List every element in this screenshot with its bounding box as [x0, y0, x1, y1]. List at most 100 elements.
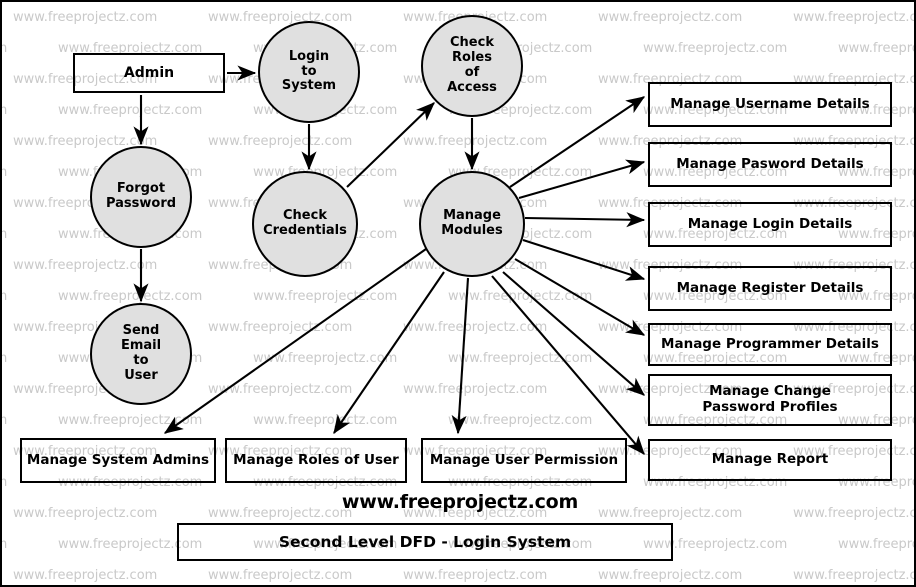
process-manage-modules[interactable]: Manage Modules	[419, 171, 525, 277]
diagram-title-box: Second Level DFD - Login System	[177, 523, 673, 561]
watermark-text: www.freeprojectz.com	[208, 134, 353, 149]
store-manage-programmer-details[interactable]: Manage Programmer Details	[648, 323, 892, 366]
process-login-to-system[interactable]: Login to System	[258, 21, 360, 123]
watermark-text: www.freeprojectz.com	[448, 289, 593, 304]
watermark-text: www.freeprojectz.com	[403, 134, 548, 149]
watermark-text: www.freeprojectz.com	[208, 382, 353, 397]
process-send-email-to-user[interactable]: Send Email to User	[90, 303, 192, 405]
store-label: Manage Pasword Details	[676, 155, 864, 172]
line: User	[124, 367, 158, 383]
store-label: Manage Change Password Profiles	[702, 384, 837, 415]
watermark-text: www.freeprojectz.com	[448, 413, 593, 428]
watermark-text: www.freeprojectz.com	[403, 320, 548, 335]
watermark-text: www.freeprojectz.com	[58, 413, 203, 428]
line: Password Profiles	[702, 399, 838, 415]
process-check-roles-of-access-label: Check Roles of Access	[447, 35, 497, 96]
flow-manage-modules-to-pasword-details	[518, 159, 646, 200]
watermark-text: www.freeprojectz.com	[643, 41, 788, 56]
watermark-text: www.freeprojectz.com	[2, 227, 7, 242]
watermark-text: www.freeprojectz.com	[253, 413, 398, 428]
line: Login	[288, 48, 330, 64]
process-forgot-password[interactable]: Forgot Password	[90, 146, 192, 248]
line: to	[301, 63, 317, 79]
watermark-text: www.freeprojectz.com	[838, 41, 914, 56]
watermark-text: www.freeprojectz.com	[13, 10, 158, 25]
brand-text: www.freeprojectz.com	[341, 491, 579, 513]
store-manage-change-password-profiles[interactable]: Manage Change Password Profiles	[648, 374, 892, 426]
line: Check	[283, 208, 327, 224]
watermark-text: www.freeprojectz.com	[253, 351, 398, 366]
process-check-credentials-label: Check Credentials	[263, 208, 347, 239]
store-manage-report[interactable]: Manage Report	[648, 439, 892, 481]
store-manage-roles-of-user[interactable]: Manage Roles of User	[225, 438, 407, 483]
flow-check-credentials-to-check-roles	[346, 102, 435, 188]
watermark-text: www.freeprojectz.com	[58, 289, 203, 304]
line: Send	[122, 323, 160, 339]
watermark-text: www.freeprojectz.com	[58, 103, 203, 118]
line: Modules	[441, 223, 503, 238]
process-send-email-to-user-label: Send Email to User	[120, 323, 162, 384]
watermark-text: www.freeprojectz.com	[13, 258, 158, 273]
line: Forgot	[116, 181, 166, 197]
store-manage-pasword-details[interactable]: Manage Pasword Details	[648, 142, 892, 187]
store-manage-register-details[interactable]: Manage Register Details	[648, 266, 892, 311]
line: Password	[105, 196, 177, 211]
store-label: Manage System Admins	[26, 451, 210, 468]
watermark-text: www.freeprojectz.com	[13, 568, 158, 583]
flow-manage-modules-to-roles-of-user	[333, 271, 445, 435]
store-manage-login-details[interactable]: Manage Login Details	[648, 202, 892, 247]
watermark-text: www.freeprojectz.com	[208, 320, 353, 335]
store-manage-system-admins[interactable]: Manage System Admins	[20, 438, 216, 483]
line: Manage	[443, 208, 501, 224]
watermark-text: www.freeprojectz.com	[2, 475, 7, 490]
process-login-to-system-label: Login to System	[281, 48, 337, 95]
watermark-text: www.freeprojectz.com	[793, 568, 916, 583]
store-label: Manage Report	[711, 451, 829, 468]
line: Roles	[452, 50, 492, 66]
watermark-text: www.freeprojectz.com	[2, 351, 7, 366]
flow-manage-modules-to-username-details	[509, 96, 646, 188]
entity-admin[interactable]: Admin	[73, 53, 225, 93]
watermark-text: www.freeprojectz.com	[793, 10, 916, 25]
store-label: Manage Register Details	[676, 279, 864, 296]
store-manage-user-permission[interactable]: Manage User Permission	[421, 438, 627, 483]
watermark-text: www.freeprojectz.com	[598, 10, 743, 25]
watermark-text: www.freeprojectz.com	[208, 10, 353, 25]
store-label: Manage Username Details	[670, 95, 870, 112]
watermark-text: www.freeprojectz.com	[2, 165, 7, 180]
flow-manage-modules-to-report	[491, 275, 645, 455]
watermark-text: www.freeprojectz.com	[208, 568, 353, 583]
watermark-text: www.freeprojectz.com	[403, 568, 548, 583]
store-manage-username-details[interactable]: Manage Username Details	[648, 82, 892, 127]
store-label: Manage Login Details	[687, 215, 853, 232]
process-check-credentials[interactable]: Check Credentials	[252, 171, 358, 277]
watermark-text: www.freeprojectz.com	[448, 351, 593, 366]
watermark-text: www.freeprojectz.com	[2, 413, 7, 428]
diagram-title: Second Level DFD - Login System	[278, 533, 572, 551]
flow-manage-modules-to-user-permission	[451, 277, 470, 435]
watermark-text: www.freeprojectz.com	[2, 289, 7, 304]
process-forgot-password-label: Forgot Password	[105, 181, 177, 212]
process-check-roles-of-access[interactable]: Check Roles of Access	[421, 15, 523, 117]
watermark-text: www.freeprojectz.com	[838, 537, 914, 552]
watermark-text: www.freeprojectz.com	[403, 382, 548, 397]
line: Credentials	[263, 223, 347, 238]
store-label: Manage User Permission	[429, 451, 619, 468]
flow-manage-modules-to-system-admins	[163, 248, 427, 434]
line: System	[281, 78, 337, 94]
process-manage-modules-label: Manage Modules	[441, 208, 503, 239]
flow-manage-modules-to-programmer-details	[514, 258, 646, 336]
entity-admin-label: Admin	[123, 64, 175, 81]
flow-manage-modules-to-login-details	[524, 212, 646, 228]
watermark-text: www.freeprojectz.com	[253, 289, 398, 304]
line: Manage Change	[709, 383, 831, 400]
watermark-text: www.freeprojectz.com	[2, 41, 7, 56]
watermark-text: www.freeprojectz.com	[2, 537, 7, 552]
line: Email	[120, 338, 162, 354]
flow-manage-modules-to-change-password-profiles	[502, 271, 645, 396]
store-label: Manage Roles of User	[233, 451, 399, 468]
watermark-text: www.freeprojectz.com	[2, 103, 7, 118]
line: to	[133, 353, 149, 368]
flow-manage-modules-to-register-details	[522, 239, 646, 281]
